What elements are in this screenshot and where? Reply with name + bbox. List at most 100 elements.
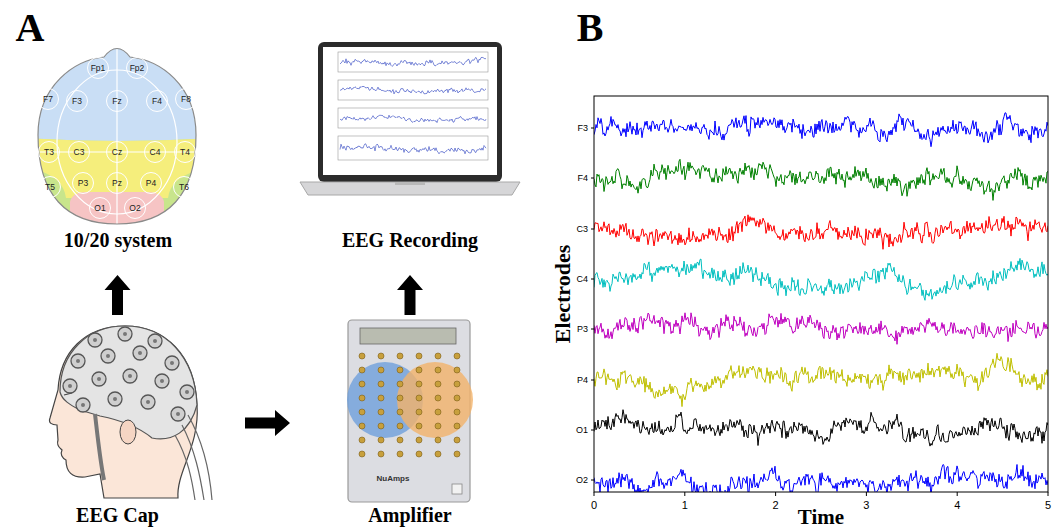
axis-ticks — [591, 128, 1048, 496]
panel-letter-holder: A — [16, 5, 45, 51]
input-jack — [416, 353, 422, 359]
y-tick — [591, 329, 594, 330]
channel-name: F3 — [577, 123, 588, 133]
input-jack — [435, 409, 441, 415]
input-jack — [454, 409, 460, 415]
input-jack — [378, 381, 384, 387]
electrode-site: F4 — [146, 90, 168, 112]
electrode-label: Fp2 — [130, 63, 145, 73]
laptop-base — [300, 182, 520, 195]
electrode-site: O2 — [124, 197, 146, 219]
axis-title-holder: Time — [798, 505, 844, 529]
input-jack — [454, 423, 460, 429]
illustration-panel: EEG Recording — [295, 40, 525, 262]
midline — [116, 40, 117, 230]
tick-label: 1 — [682, 499, 688, 512]
input-jack — [397, 451, 403, 457]
head-outline — [38, 49, 196, 225]
panel-letter: A — [16, 5, 45, 51]
input-jack — [378, 451, 384, 457]
flow-arrow — [397, 275, 423, 315]
panel-caption: Amplifier — [368, 503, 451, 527]
channel-name-holder: C3 — [576, 224, 588, 234]
input-jack — [397, 367, 403, 373]
eeg-trace — [594, 353, 1048, 406]
electrode-site: O1 — [89, 197, 111, 219]
input-jack — [378, 353, 384, 359]
input-jack — [416, 451, 422, 457]
channel-name-holder: P4 — [577, 375, 588, 385]
input-jack — [397, 437, 403, 443]
channel-name: O2 — [576, 475, 588, 485]
electrode-label: T5 — [45, 182, 55, 192]
tick-label: 5 — [1045, 499, 1051, 512]
electrode-site: C3 — [68, 141, 90, 163]
tick-label: 0 — [591, 499, 597, 512]
head-profile — [49, 326, 197, 498]
plot-frame — [594, 96, 1048, 492]
electrode-site: P4 — [140, 172, 162, 194]
axis-title-holder: Electrodes — [550, 245, 575, 344]
electrode-label: Pz — [112, 178, 122, 188]
tick-label-holder: 0 — [591, 499, 597, 512]
channel-name-holder: F4 — [577, 173, 588, 183]
electrode-label: C3 — [74, 147, 85, 157]
electrode-site: T6 — [173, 176, 195, 198]
input-jack — [454, 381, 460, 387]
panel-letter-holder: B — [577, 5, 604, 51]
x-tick — [594, 492, 595, 496]
mini-axes — [338, 80, 488, 100]
illustration-panel: 10/20 systemFp1Fp2F7F3FzF4F8T3C3CzC4T4T5… — [28, 40, 208, 262]
input-jack — [435, 367, 441, 373]
input-jack — [435, 423, 441, 429]
tick-label-holder: 5 — [1045, 499, 1051, 512]
electrode-site: Fp1 — [87, 57, 109, 79]
electrode-site: Fp2 — [126, 57, 148, 79]
cap-wires — [175, 415, 212, 500]
mini-axes — [338, 108, 488, 128]
input-jack — [454, 451, 460, 457]
input-jack — [454, 395, 460, 401]
channel-name: P3 — [577, 324, 588, 334]
input-jack — [416, 367, 422, 373]
chin-strap — [95, 414, 104, 480]
cap-electrodes — [63, 327, 194, 421]
electrode-site: F8 — [175, 88, 197, 110]
illustration-panel: Amplifier — [340, 318, 480, 528]
power-button — [452, 484, 462, 494]
laptop-bezel — [318, 42, 502, 182]
input-jack — [435, 353, 441, 359]
panel-caption: 10/20 system — [64, 228, 172, 252]
channel-name-holder: F3 — [577, 123, 588, 133]
input-jack — [359, 423, 365, 429]
input-jack — [359, 409, 365, 415]
flow-arrow — [105, 275, 131, 315]
tick-label: 3 — [863, 499, 869, 512]
axis-title: Electrodes — [550, 245, 575, 344]
electrode-label: C4 — [150, 147, 161, 157]
amplifier-figure — [347, 320, 473, 502]
input-jack — [454, 367, 460, 373]
electrode-label: P3 — [78, 178, 88, 188]
channel-name: F4 — [577, 173, 588, 183]
laptop-notch — [395, 182, 425, 185]
eeg-plot — [591, 96, 1048, 501]
electrode-site: Cz — [106, 141, 128, 163]
input-jack — [435, 451, 441, 457]
channel-name-holder: P3 — [577, 324, 588, 334]
cap-figure — [49, 326, 212, 500]
electrode-label: Fp1 — [91, 63, 106, 73]
input-jack — [416, 437, 422, 443]
electrode-label: F3 — [72, 96, 82, 106]
electrode-site: Fz — [106, 90, 128, 112]
input-jack — [378, 437, 384, 443]
device-name: NuAmps — [377, 474, 410, 483]
device-name-holder: NuAmps — [377, 474, 410, 483]
amplifier-display — [360, 328, 456, 344]
x-tick — [957, 492, 958, 496]
channel-name: C4 — [576, 274, 588, 284]
eeg-trace — [594, 465, 1048, 493]
y-tick — [591, 380, 594, 381]
input-jack — [435, 437, 441, 443]
mini-trace — [340, 144, 486, 154]
